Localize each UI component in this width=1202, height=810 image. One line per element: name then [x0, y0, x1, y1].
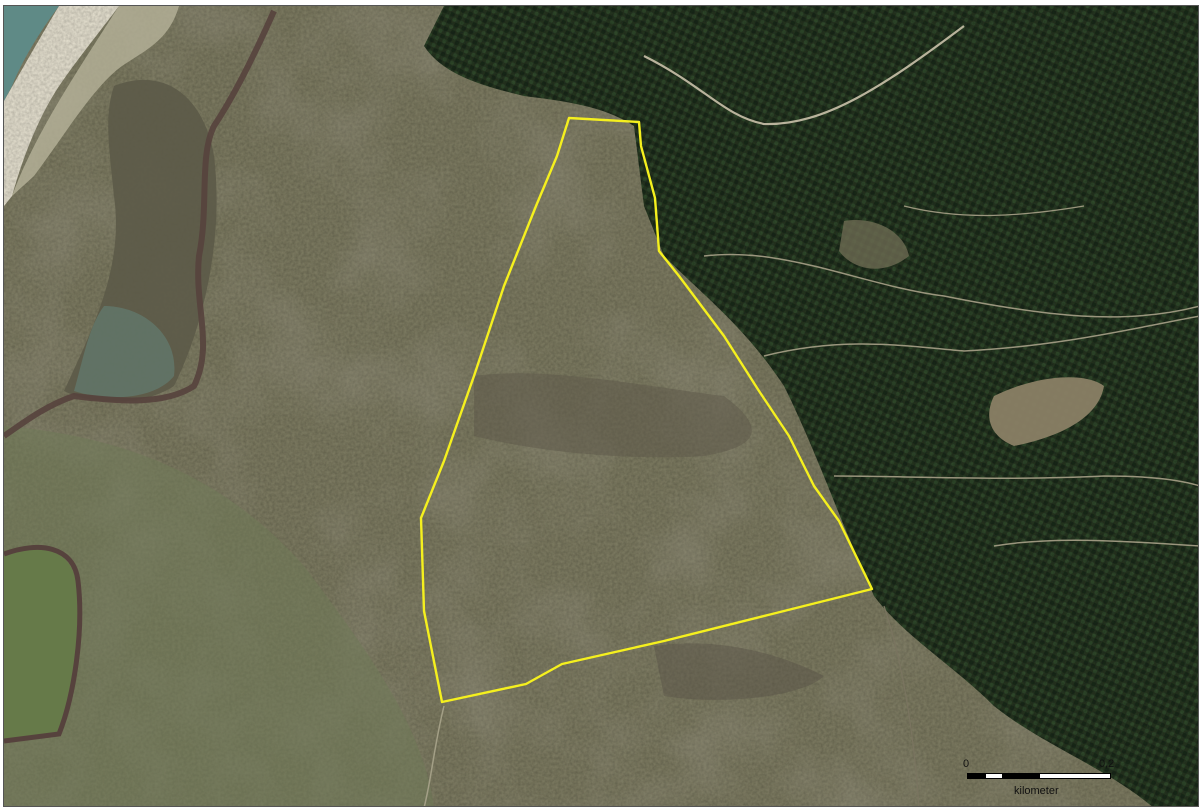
stream	[4, 9, 277, 439]
footpath	[423, 705, 445, 806]
marsh-pool	[74, 306, 175, 398]
map-frame: 0 0,2 kilometer	[3, 5, 1199, 807]
scale-start-label: 0	[963, 758, 970, 770]
stream-southwest	[4, 545, 83, 744]
forest-road	[643, 25, 965, 126]
beach	[4, 6, 119, 206]
forest-track	[703, 253, 1198, 318]
scale-segment	[1003, 773, 1039, 779]
forest-track	[903, 205, 1085, 217]
scale-segment	[967, 773, 985, 779]
dune-ridge	[12, 6, 179, 196]
forest-track	[993, 539, 1198, 547]
meadow-southwest	[4, 546, 79, 741]
study-area-outline	[419, 116, 874, 704]
wet-heath-south	[654, 643, 824, 700]
forest-clearing	[989, 377, 1104, 446]
forest-clearing-2	[839, 220, 909, 269]
scale-end-label: 0,2	[1099, 758, 1115, 770]
scale-bar-segments	[967, 773, 1111, 779]
scale-bar: 0 0,2 kilometer	[959, 756, 1129, 806]
scale-segment	[985, 773, 1003, 779]
forest-track	[833, 475, 1198, 487]
forest-track	[763, 315, 1198, 357]
scale-segment	[1039, 773, 1111, 779]
forest	[424, 6, 1198, 806]
footpath	[883, 605, 920, 806]
wet-heath	[474, 373, 752, 458]
scale-unit-label: kilometer	[1014, 785, 1059, 797]
aerial-map	[4, 6, 1198, 806]
grassland-southwest	[4, 426, 434, 806]
sea	[4, 6, 59, 101]
